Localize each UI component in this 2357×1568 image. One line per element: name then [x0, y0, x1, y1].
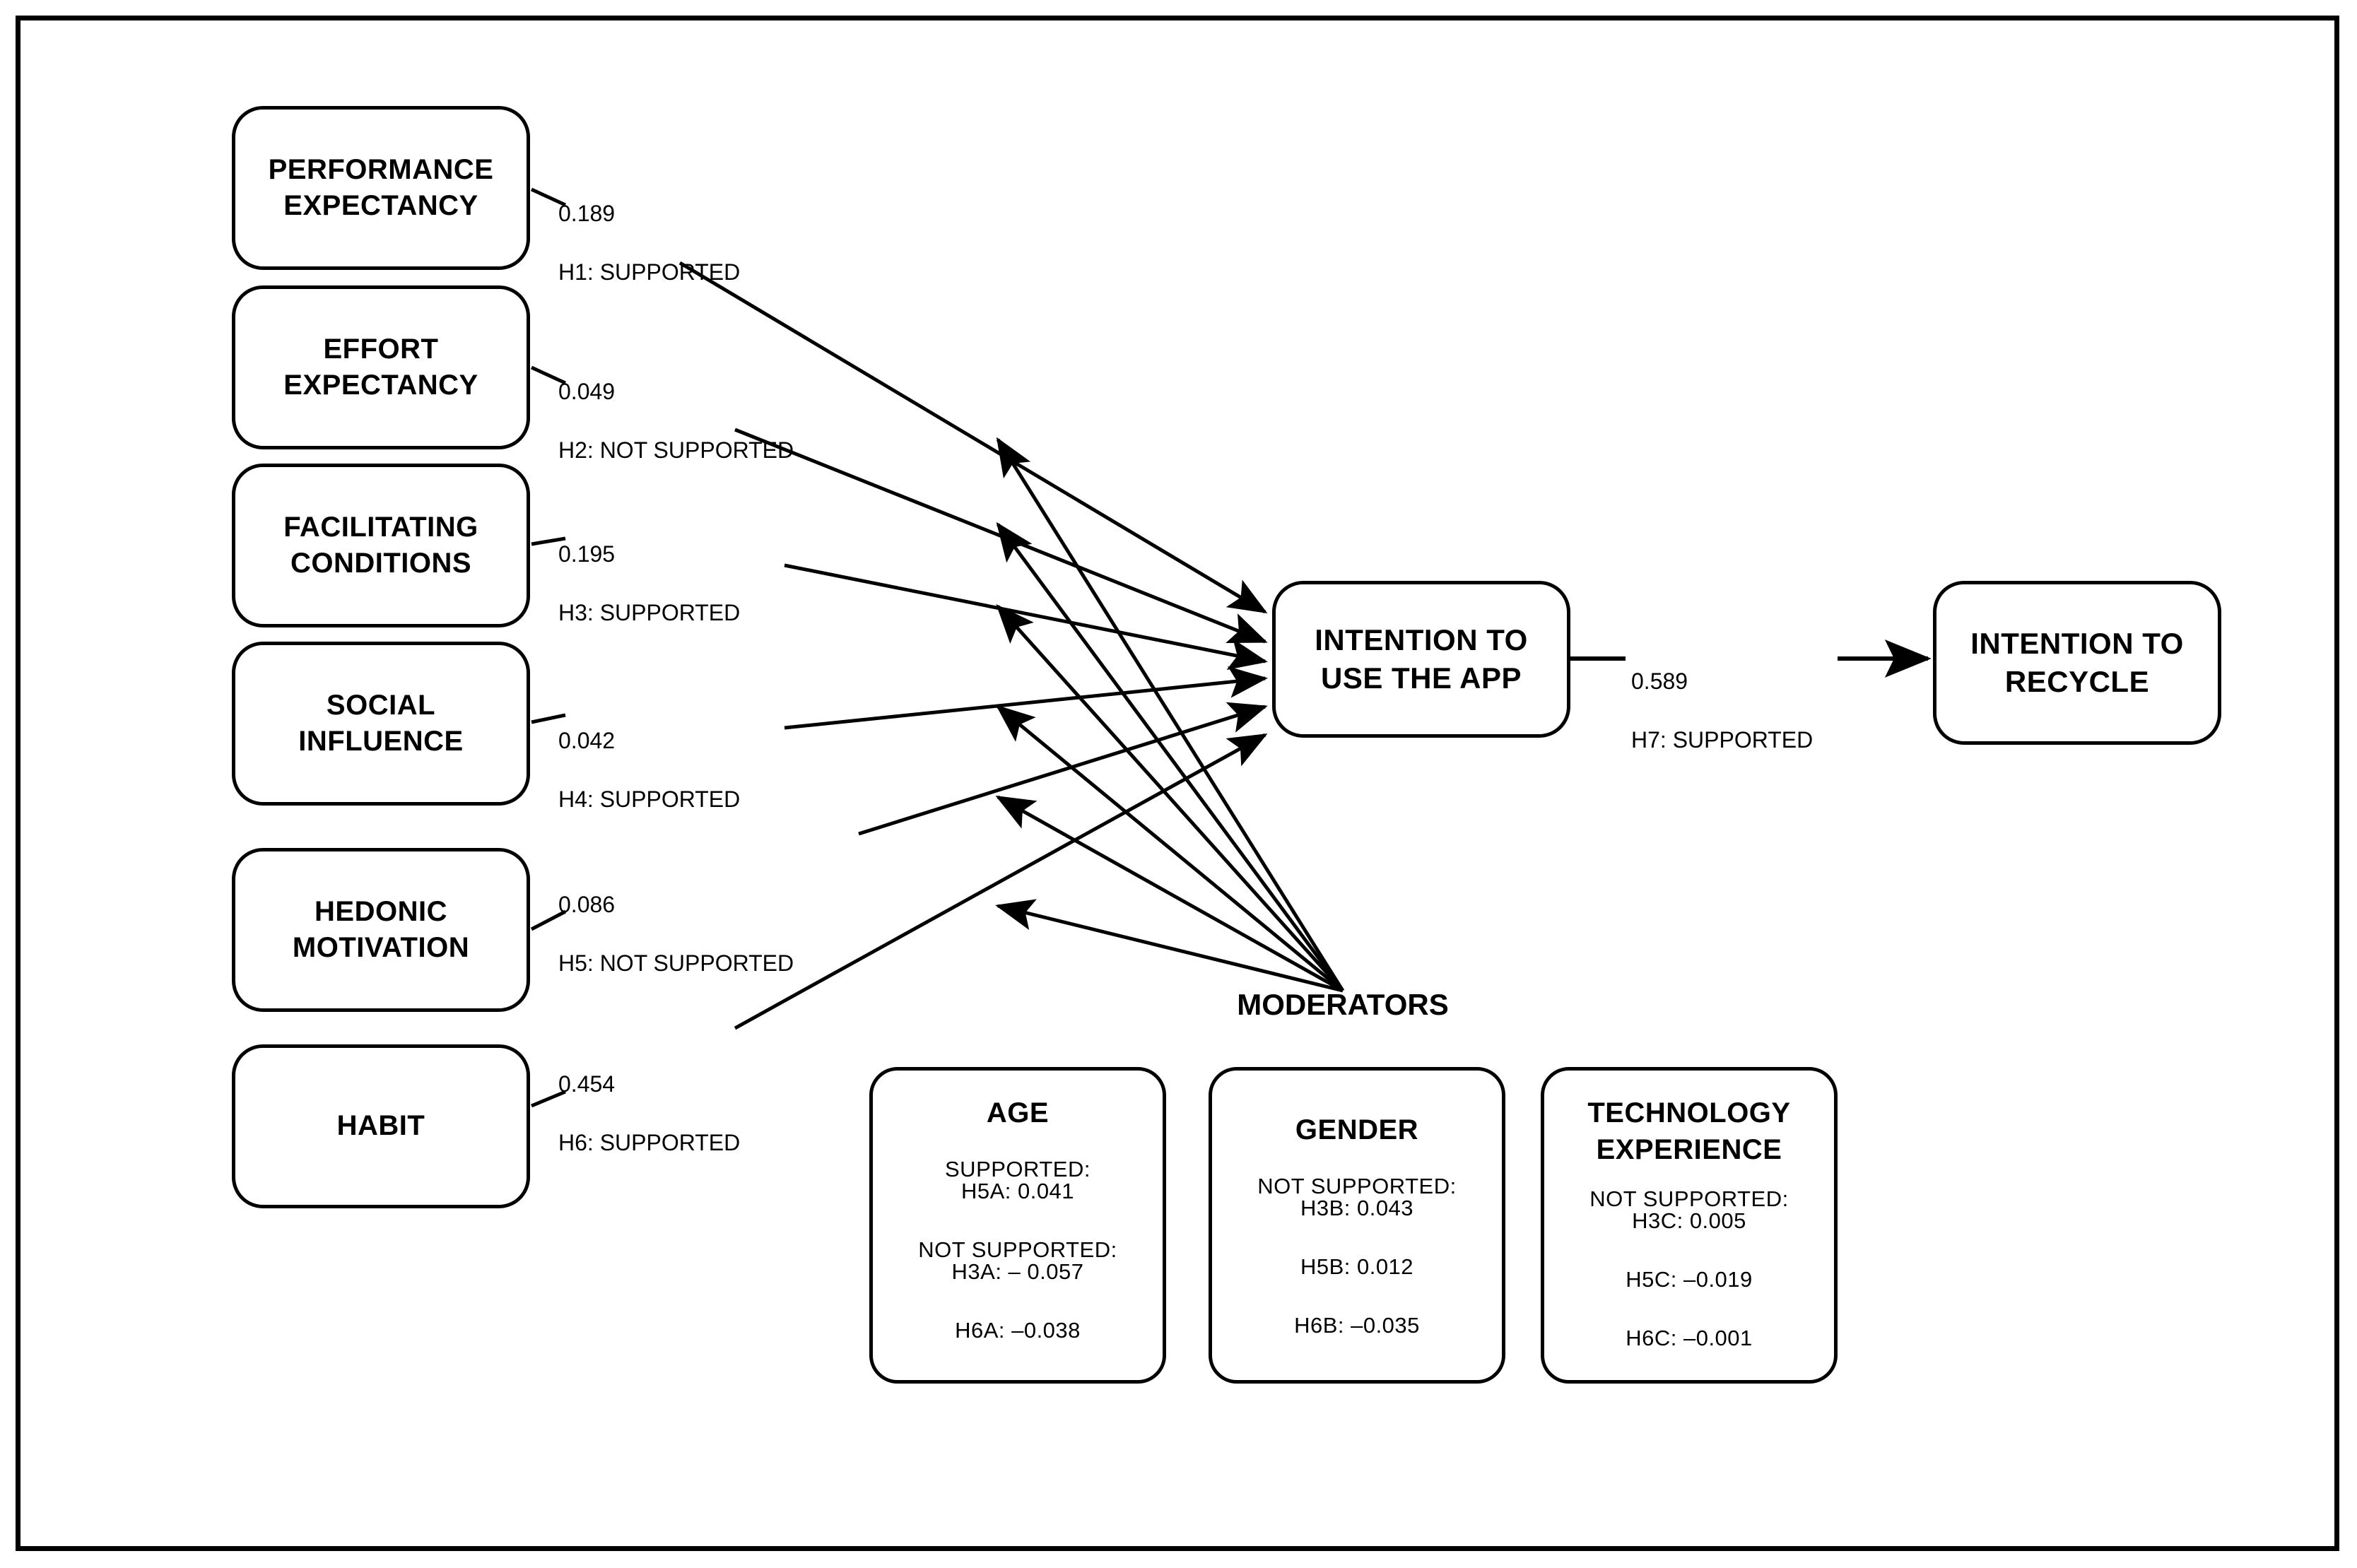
- path-coefficient: 0.086: [558, 891, 616, 917]
- path-label-h1: 0.189 H1: SUPPORTED: [558, 170, 740, 317]
- node-facilitating-conditions[interactable]: FACILITATING CONDITIONS: [232, 464, 530, 627]
- moderator-title: AGE: [986, 1097, 1050, 1128]
- moderator-line: NOT SUPPORTED:: [1589, 1186, 1789, 1211]
- path-label-h5: 0.086 H5: NOT SUPPORTED: [558, 861, 794, 1008]
- node-label: PERFORMANCE EXPECTANCY: [268, 153, 494, 221]
- node-label: HEDONIC MOTIVATION: [292, 895, 470, 963]
- moderators-caption: MODERATORS: [1237, 988, 1449, 1021]
- node-label: SOCIAL INFLUENCE: [298, 689, 464, 757]
- path-coefficient: 0.589: [1631, 668, 1688, 694]
- node-moderator-technology-experience[interactable]: TECHNOLOGY EXPERIENCE NOT SUPPORTED: H3C…: [1541, 1067, 1838, 1384]
- node-label: FACILITATING CONDITIONS: [283, 511, 478, 579]
- path-label-h6: 0.454 H6: SUPPORTED: [558, 1040, 740, 1187]
- path-hypothesis: H6: SUPPORTED: [558, 1129, 741, 1155]
- path-coefficient: 0.189: [558, 200, 616, 226]
- moderator-line: NOT SUPPORTED:: [918, 1237, 1117, 1262]
- path-coefficient: 0.195: [558, 541, 616, 567]
- moderator-title: GENDER: [1295, 1114, 1419, 1145]
- node-performance-expectancy[interactable]: PERFORMANCE EXPECTANCY: [232, 106, 530, 270]
- path-hypothesis: H1: SUPPORTED: [558, 259, 741, 285]
- moderator-line: H6A: –0.038: [955, 1318, 1081, 1343]
- moderator-line: H3A: – 0.057: [951, 1259, 1084, 1284]
- node-label: EFFORT EXPECTANCY: [283, 333, 478, 401]
- path-hypothesis: H7: SUPPORTED: [1631, 726, 1814, 753]
- moderator-line: H5B: 0.012: [1300, 1254, 1414, 1279]
- moderator-spacer: [1219, 1219, 1495, 1256]
- node-label: HABIT: [336, 1110, 425, 1142]
- path-coefficient: 0.049: [558, 378, 616, 404]
- moderator-spacer: [880, 1202, 1156, 1239]
- path-coefficient: 0.042: [558, 727, 616, 753]
- path-hypothesis: H3: SUPPORTED: [558, 599, 741, 625]
- node-effort-expectancy[interactable]: EFFORT EXPECTANCY: [232, 285, 530, 449]
- moderator-line: H5C: –0.019: [1626, 1267, 1753, 1292]
- moderator-line: SUPPORTED:: [945, 1157, 1091, 1181]
- moderator-spacer: [880, 1283, 1156, 1319]
- path-hypothesis: H2: NOT SUPPORTED: [558, 437, 794, 463]
- path-label-h2: 0.049 H2: NOT SUPPORTED: [558, 348, 794, 495]
- path-label-h3: 0.195 H3: SUPPORTED: [558, 510, 740, 657]
- node-intention-to-use-the-app[interactable]: INTENTION TO USE THE APP: [1272, 581, 1570, 738]
- moderator-detail-list: NOT SUPPORTED: H3B: 0.043 H5B: 0.012 H6B…: [1219, 1175, 1495, 1336]
- moderator-title: TECHNOLOGY EXPERIENCE: [1587, 1097, 1791, 1165]
- moderator-spacer: [1219, 1278, 1495, 1314]
- moderator-line: H5A: 0.041: [960, 1179, 1075, 1203]
- moderator-line: H6C: –0.001: [1626, 1326, 1753, 1350]
- path-hypothesis: H4: SUPPORTED: [558, 786, 741, 812]
- moderator-line: H6B: –0.035: [1294, 1313, 1420, 1338]
- moderator-line: NOT SUPPORTED:: [1257, 1174, 1457, 1198]
- path-coefficient: 0.454: [558, 1071, 616, 1097]
- node-label: INTENTION TO USE THE APP: [1315, 623, 1528, 695]
- moderator-detail-list: NOT SUPPORTED: H3C: 0.005 H5C: –0.019 H6…: [1551, 1188, 1827, 1349]
- moderator-line: H3B: 0.043: [1300, 1196, 1414, 1220]
- node-moderator-gender[interactable]: GENDER NOT SUPPORTED: H3B: 0.043 H5B: 0.…: [1209, 1067, 1505, 1384]
- path-label-h7: 0.589 H7: SUPPORTED: [1631, 637, 1813, 784]
- node-moderator-age[interactable]: AGE SUPPORTED: H5A: 0.041 NOT SUPPORTED:…: [869, 1067, 1166, 1384]
- moderator-line: H3C: 0.005: [1632, 1208, 1746, 1233]
- path-label-h4: 0.042 H4: SUPPORTED: [558, 697, 740, 844]
- node-social-influence[interactable]: SOCIAL INFLUENCE: [232, 642, 530, 806]
- node-intention-to-recycle[interactable]: INTENTION TO RECYCLE: [1933, 581, 2221, 745]
- node-label: INTENTION TO RECYCLE: [1970, 627, 2184, 698]
- path-hypothesis: H5: NOT SUPPORTED: [558, 950, 794, 976]
- moderator-spacer: [1551, 1232, 1827, 1268]
- moderator-spacer: [1551, 1290, 1827, 1327]
- node-hedonic-motivation[interactable]: HEDONIC MOTIVATION: [232, 848, 530, 1012]
- node-habit[interactable]: HABIT: [232, 1044, 530, 1208]
- moderator-detail-list: SUPPORTED: H5A: 0.041 NOT SUPPORTED: H3A…: [880, 1158, 1156, 1341]
